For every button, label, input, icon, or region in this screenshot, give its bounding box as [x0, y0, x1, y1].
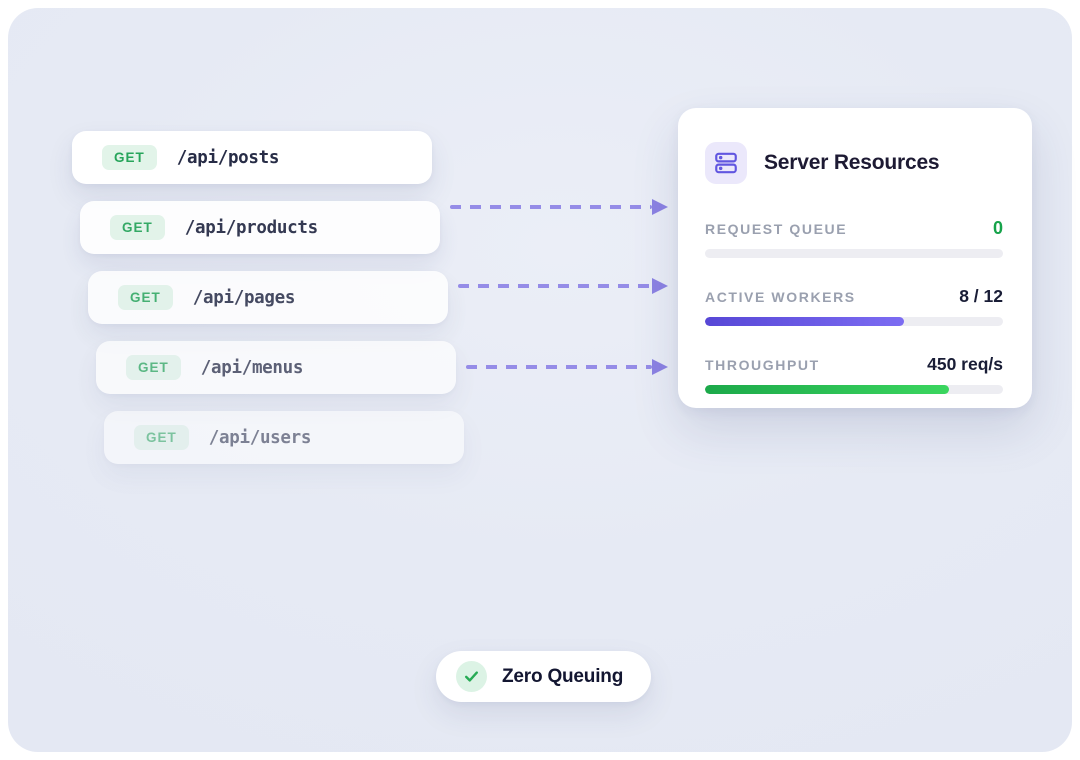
- progress-fill: [705, 317, 904, 326]
- metric-value: 0: [992, 218, 1003, 238]
- method-badge: GET: [110, 215, 165, 240]
- metric-throughput: THROUGHPUT 450 req/s: [705, 354, 1003, 394]
- request-path: /api/products: [184, 217, 318, 238]
- request-card-products: GET /api/products: [80, 201, 440, 254]
- metric-label: REQUEST QUEUE: [705, 221, 848, 237]
- request-path: /api/menus: [200, 357, 304, 378]
- metric-value: 450 req/s: [927, 354, 1003, 374]
- check-icon: [456, 661, 487, 692]
- panel-title: Server Resources: [764, 151, 940, 174]
- request-path: /api/posts: [176, 147, 280, 168]
- arrowhead-icon: [652, 278, 668, 294]
- method-badge: GET: [102, 145, 157, 170]
- progress-fill: [705, 385, 950, 394]
- arrowhead-icon: [652, 199, 668, 215]
- metric-label: ACTIVE WORKERS: [705, 289, 856, 305]
- arrowhead-icon: [652, 359, 668, 375]
- panel-header: Server Resources: [705, 142, 1003, 184]
- status-pill: Zero Queuing: [436, 651, 652, 702]
- method-badge: GET: [134, 425, 189, 450]
- server-icon: [705, 142, 747, 184]
- server-resources-panel: Server Resources REQUEST QUEUE 0 ACTIVE …: [678, 108, 1032, 408]
- request-path: /api/pages: [192, 287, 296, 308]
- request-path: /api/users: [208, 427, 312, 448]
- request-card-pages: GET /api/pages: [88, 271, 448, 324]
- metric-request-queue: REQUEST QUEUE 0: [705, 218, 1003, 258]
- progress-track: [705, 317, 1003, 326]
- progress-track: [705, 385, 1003, 394]
- request-arrow: [458, 278, 668, 294]
- request-arrow: [466, 359, 668, 375]
- request-card-posts: GET /api/posts: [72, 131, 432, 184]
- status-pill-label: Zero Queuing: [502, 665, 624, 687]
- metric-label: THROUGHPUT: [705, 357, 820, 373]
- method-badge: GET: [126, 355, 181, 380]
- method-badge: GET: [118, 285, 173, 310]
- request-arrow: [450, 199, 668, 215]
- metric-active-workers: ACTIVE WORKERS 8 / 12: [705, 286, 1003, 326]
- request-card-menus: GET /api/menus: [96, 341, 456, 394]
- progress-track: [705, 249, 1003, 258]
- diagram-board: GET /api/posts GET /api/products GET /ap…: [8, 8, 1072, 752]
- metric-value: 8 / 12: [959, 286, 1003, 306]
- request-card-users: GET /api/users: [104, 411, 464, 464]
